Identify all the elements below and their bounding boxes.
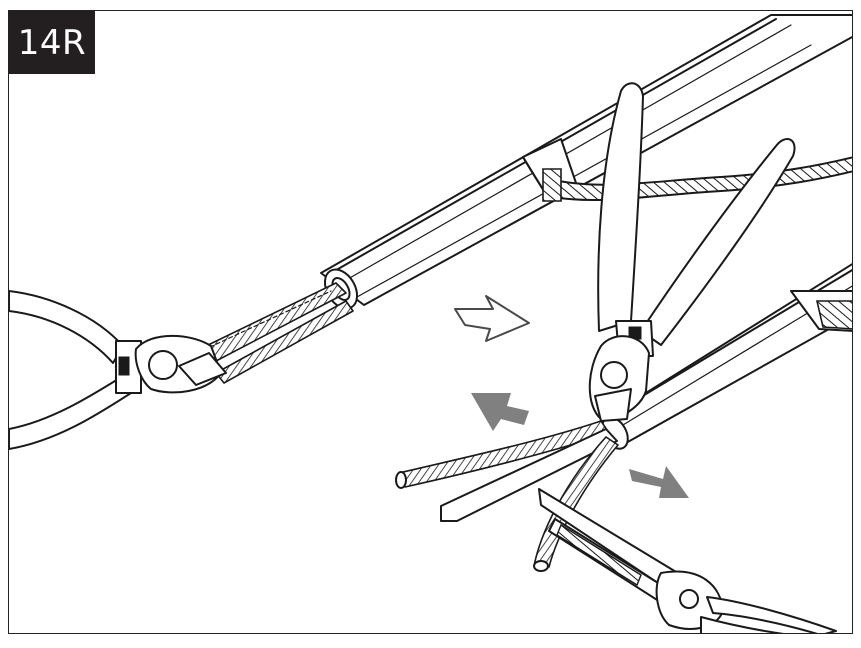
upper-conductors	[196, 282, 354, 384]
arrow-down-right-outline-icon	[454, 295, 530, 342]
arrow-down-right-filled-icon	[629, 466, 689, 498]
arrow-up-left-filled-icon	[471, 393, 529, 431]
illustration-frame: 14R	[8, 10, 853, 634]
center-diagonal-cutter	[588, 82, 796, 422]
step-number-badge: 14R	[9, 11, 95, 74]
left-diagonal-cutter	[9, 290, 227, 450]
wire-stripping-illustration	[9, 14, 852, 633]
needle-nose-pliers	[538, 488, 837, 633]
